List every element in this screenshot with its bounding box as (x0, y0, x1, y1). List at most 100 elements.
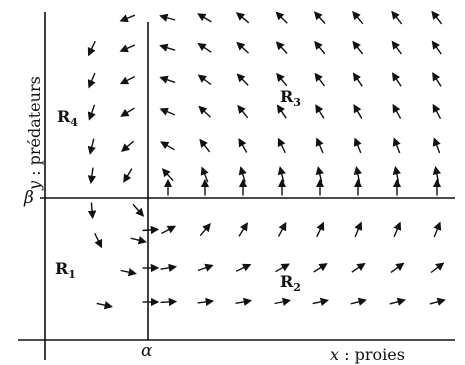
field-arrow (389, 297, 406, 306)
field-arrow (353, 104, 363, 119)
field-arrow (432, 165, 441, 183)
field-arrow (430, 262, 445, 274)
field-arrow (313, 263, 328, 273)
field-arrow (199, 138, 211, 153)
field-arrow (391, 40, 402, 55)
region-r4-sub: 4 (70, 116, 78, 129)
x-axis-label: x : proies (330, 345, 405, 364)
field-arrow (350, 297, 367, 306)
x-axis-variable: x (330, 345, 339, 364)
field-arrow (392, 103, 402, 119)
field-arrow (274, 297, 292, 306)
field-arrow (236, 41, 249, 54)
field-arrow (351, 262, 366, 273)
field-arrow (121, 140, 135, 152)
field-arrow (391, 72, 402, 87)
field-arrow (87, 138, 96, 155)
field-arrow (314, 40, 326, 55)
field-arrow (312, 297, 329, 306)
field-arrow (432, 137, 441, 154)
field-arrow (160, 297, 178, 307)
field-arrow (431, 10, 443, 25)
field-arrow (432, 72, 442, 87)
region-r3-main: R (280, 87, 294, 106)
region-r1-main: R (55, 259, 69, 278)
field-arrow (159, 75, 176, 84)
region-r4-main: R (57, 107, 71, 126)
field-arrow (120, 107, 135, 117)
field-arrow (142, 225, 160, 235)
field-arrow (235, 297, 253, 306)
region-r2-sub: 2 (293, 281, 301, 294)
field-arrow (275, 11, 288, 24)
field-arrow (161, 168, 174, 182)
field-arrow (238, 166, 247, 183)
alpha-label: α (141, 341, 153, 361)
region-r4-label: R4 (57, 107, 78, 129)
field-arrow (393, 221, 402, 238)
field-arrow (130, 236, 147, 245)
field-arrow (237, 104, 249, 119)
field-arrow (392, 165, 401, 183)
region-r1-sub: 1 (68, 268, 76, 281)
field-arrow (159, 107, 176, 116)
field-arrow (119, 75, 136, 85)
field-arrow (429, 297, 446, 306)
field-arrow (119, 44, 136, 53)
field-arrow (159, 13, 176, 22)
field-arrow (87, 104, 96, 121)
field-arrow (96, 301, 113, 310)
field-arrow (123, 168, 133, 183)
field-arrow (160, 263, 178, 273)
field-arrow (352, 72, 363, 87)
field-arrow (120, 268, 137, 277)
field-arrow (198, 105, 211, 118)
region-r1-label: R1 (55, 259, 76, 281)
field-arrow (87, 202, 97, 220)
beta-label: β (23, 188, 34, 208)
field-arrow (433, 221, 442, 238)
field-arrow (315, 137, 324, 154)
field-arrow (87, 40, 96, 57)
y-axis-text: : prédateurs (25, 76, 44, 181)
field-arrow (313, 11, 326, 24)
field-arrow (87, 167, 97, 185)
field-arrow (159, 43, 176, 52)
field-arrow (87, 72, 96, 89)
field-arrow (236, 73, 249, 86)
field-arrow (235, 12, 250, 24)
field-arrow (275, 41, 288, 54)
field-arrow (353, 166, 362, 183)
field-arrow (315, 166, 324, 183)
field-arrow (276, 72, 288, 87)
field-arrow (235, 263, 252, 272)
field-arrow (352, 11, 364, 25)
field-arrow (238, 222, 248, 237)
field-arrow (197, 263, 214, 272)
field-arrow (238, 138, 248, 153)
field-arrow (277, 137, 286, 154)
field-arrow (200, 166, 209, 183)
field-arrow (197, 297, 215, 307)
field-arrow (199, 223, 211, 237)
field-arrow (316, 221, 325, 238)
field-arrow (275, 263, 290, 273)
y-axis-label: y : prédateurs (25, 76, 44, 191)
field-arrow (161, 225, 177, 235)
field-arrow (119, 14, 136, 23)
field-arrow (353, 137, 362, 154)
field-arrow (197, 42, 212, 53)
region-r3-sub: 3 (293, 96, 301, 109)
field-arrow (315, 104, 325, 119)
field-arrow (354, 221, 363, 238)
field-arrow (391, 10, 403, 25)
y-axis-variable: y (25, 180, 44, 191)
field-arrow (314, 72, 326, 87)
field-arrow (277, 166, 286, 183)
field-arrow (392, 137, 401, 154)
field-arrow (277, 221, 287, 237)
region-r2-main: R (280, 272, 294, 291)
field-arrow (197, 74, 212, 86)
field-arrow (160, 141, 175, 151)
